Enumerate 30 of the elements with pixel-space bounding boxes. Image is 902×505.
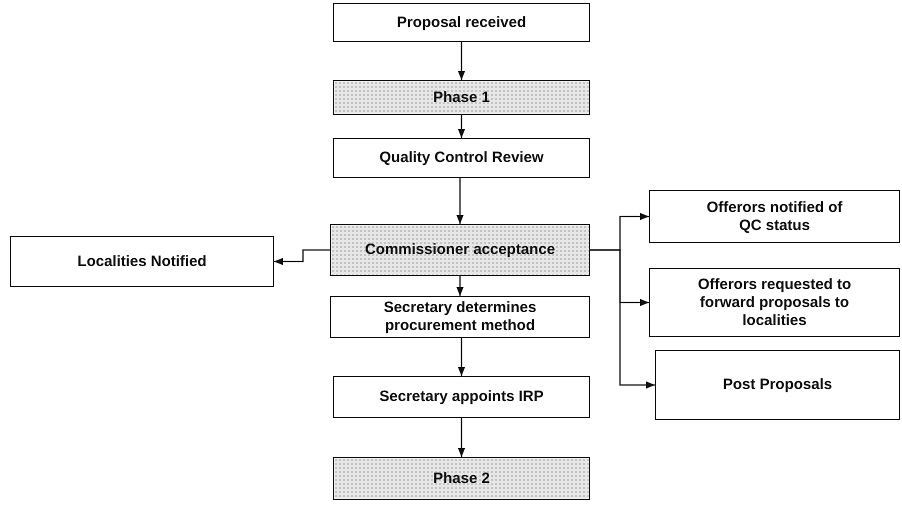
box-label: Secretary appoints IRP [379,388,544,406]
process-box [333,376,590,418]
arrow [274,249,330,266]
arrow [458,42,466,80]
arrow [458,418,466,457]
process-box [330,296,590,338]
box-label: Quality Control Review [379,149,544,167]
process-box [649,268,900,337]
shaded-process-box [330,224,590,276]
box-label: Phase 1 [433,88,490,106]
box-label: Offerors notified of QC status [706,198,844,234]
box-label: Phase 2 [433,470,490,488]
process-box [655,350,900,420]
box-label: Secretary determines procurement method [382,299,538,335]
process-box [333,3,590,42]
arrow [456,276,464,296]
shaded-process-box [333,457,590,500]
arrow [458,338,466,376]
box-label: Proposal received [396,14,526,32]
process-box [649,190,900,243]
box-label: Post Proposals [722,376,832,394]
box-label: Localities Notified [77,252,207,270]
arrow [456,178,464,224]
shaded-process-box [333,80,590,115]
box-label: Offerors requested to forward proposals to localities [696,276,852,330]
process-box [333,138,590,178]
arrow [458,115,466,138]
process-box [10,236,274,287]
box-label: Commissioner acceptance [364,241,556,259]
arrow [590,249,655,389]
